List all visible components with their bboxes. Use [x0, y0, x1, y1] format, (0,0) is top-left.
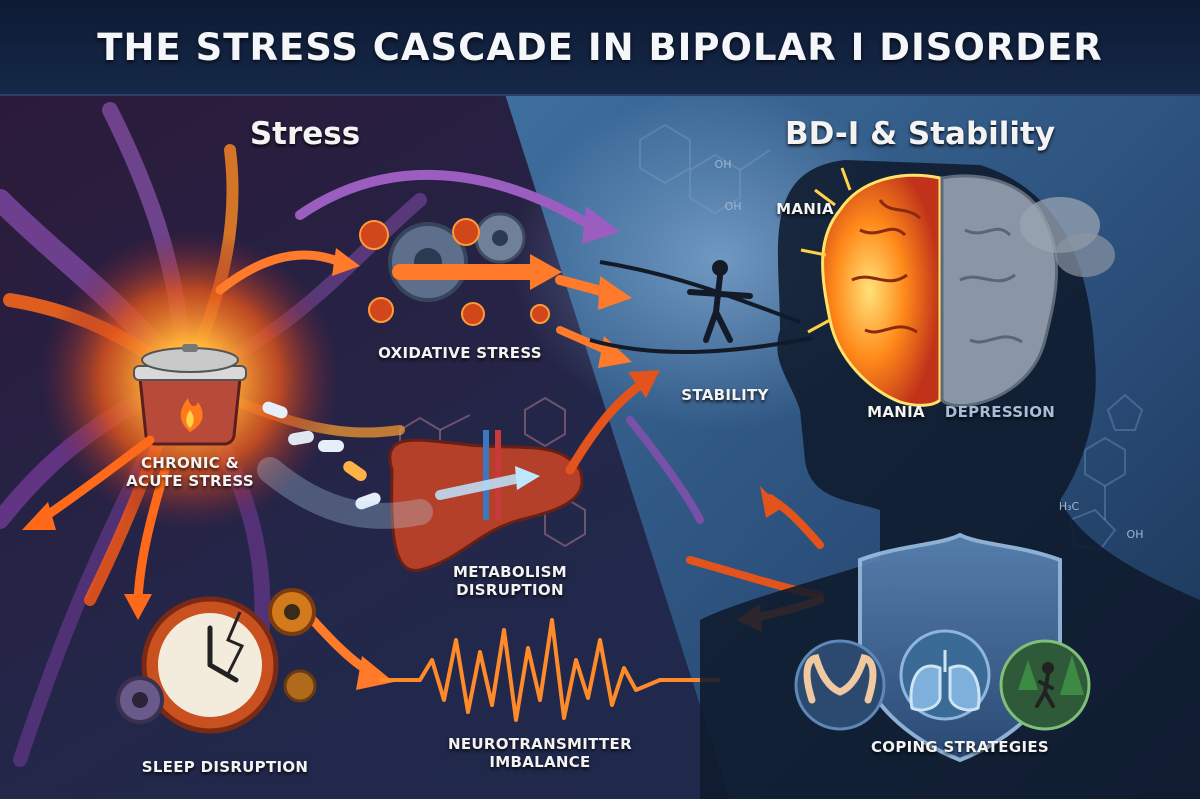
coping-strategies-label: COPING STRATEGIES	[871, 738, 1049, 756]
neuro-line2: IMBALANCE	[489, 753, 591, 771]
neuro-line1: NEUROTRANSMITTER	[448, 735, 632, 753]
oxidative-stress-label: OXIDATIVE STRESS	[378, 344, 542, 362]
mania-top-label: MANIA	[776, 200, 834, 218]
cloudy-brain-icon	[940, 174, 1115, 408]
chem-oh-label: OH	[714, 158, 732, 171]
metabolism-line2: DISRUPTION	[456, 581, 564, 599]
metabolism-label: METABOLISM DISRUPTION	[440, 563, 580, 599]
metabolism-line1: METABOLISM	[453, 563, 567, 581]
page-title: THE STRESS CASCADE IN BIPOLAR I DISORDER	[97, 25, 1103, 69]
title-bar: THE STRESS CASCADE IN BIPOLAR I DISORDER	[0, 0, 1200, 96]
chronic-stress-line1: CHRONIC &	[140, 454, 239, 472]
neurotransmitter-label: NEUROTRANSMITTER IMBALANCE	[440, 735, 640, 771]
walking-person-icon	[999, 639, 1091, 731]
lungs-icon	[899, 629, 991, 721]
chronic-stress-label: CHRONIC & ACUTE STRESS	[110, 454, 270, 490]
mania-bottom-label: MANIA	[867, 403, 925, 421]
waveform-icon	[380, 618, 720, 722]
fiery-brain-icon	[800, 167, 942, 407]
section-title-stress: Stress	[249, 116, 361, 152]
depression-label: DEPRESSION	[944, 403, 1056, 421]
chem-oh-label: OH	[724, 200, 742, 213]
flow-arrows	[22, 169, 824, 690]
chem-oh-label: OH	[1126, 528, 1144, 541]
liver-icon	[388, 430, 584, 572]
sleep-disruption-label: SLEEP DISRUPTION	[141, 758, 309, 776]
head-silhouette-icon	[700, 160, 1200, 799]
stress-pot-icon	[133, 344, 247, 446]
stability-label: STABILITY	[681, 386, 769, 404]
pills-icon	[257, 401, 433, 529]
oxidative-gears-icon	[359, 212, 562, 326]
section-title-bd-stability: BD-I & Stability	[784, 116, 1056, 152]
clock-icon	[116, 588, 317, 734]
open-hands-icon	[794, 639, 886, 731]
chronic-stress-line2: ACUTE STRESS	[126, 472, 254, 490]
chem-h3c-label: H₃C	[1058, 500, 1080, 513]
